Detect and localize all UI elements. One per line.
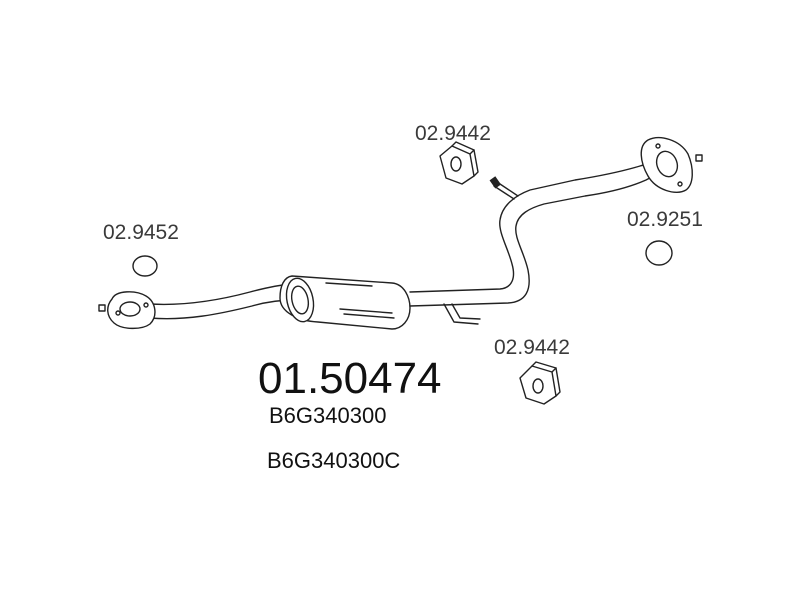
oem-number-1: B6G340300 — [269, 403, 386, 428]
left-flange — [107, 291, 156, 330]
front-pipe — [149, 283, 295, 320]
callout-hanger-bottom: 02.9442 — [494, 336, 570, 359]
right-flange — [640, 136, 693, 194]
rubber-hanger-bottom — [519, 361, 561, 405]
rubber-hanger-top — [439, 141, 479, 185]
sensor-stud — [489, 176, 519, 200]
pipe-bracket — [443, 303, 479, 325]
callout-gasket-left: 02.9452 — [103, 221, 179, 244]
left-end-square-icon — [98, 304, 106, 312]
gasket-left — [132, 255, 158, 277]
oem-number-2: B6G340300C — [267, 448, 400, 473]
callout-hanger-top: 02.9442 — [415, 122, 491, 145]
rear-pipe — [409, 155, 665, 307]
muffler — [279, 275, 411, 330]
gasket-right — [645, 240, 673, 266]
callout-gasket-right: 02.9251 — [627, 208, 703, 231]
right-end-square-icon — [695, 154, 703, 162]
main-part-number: 01.50474 — [258, 354, 442, 403]
